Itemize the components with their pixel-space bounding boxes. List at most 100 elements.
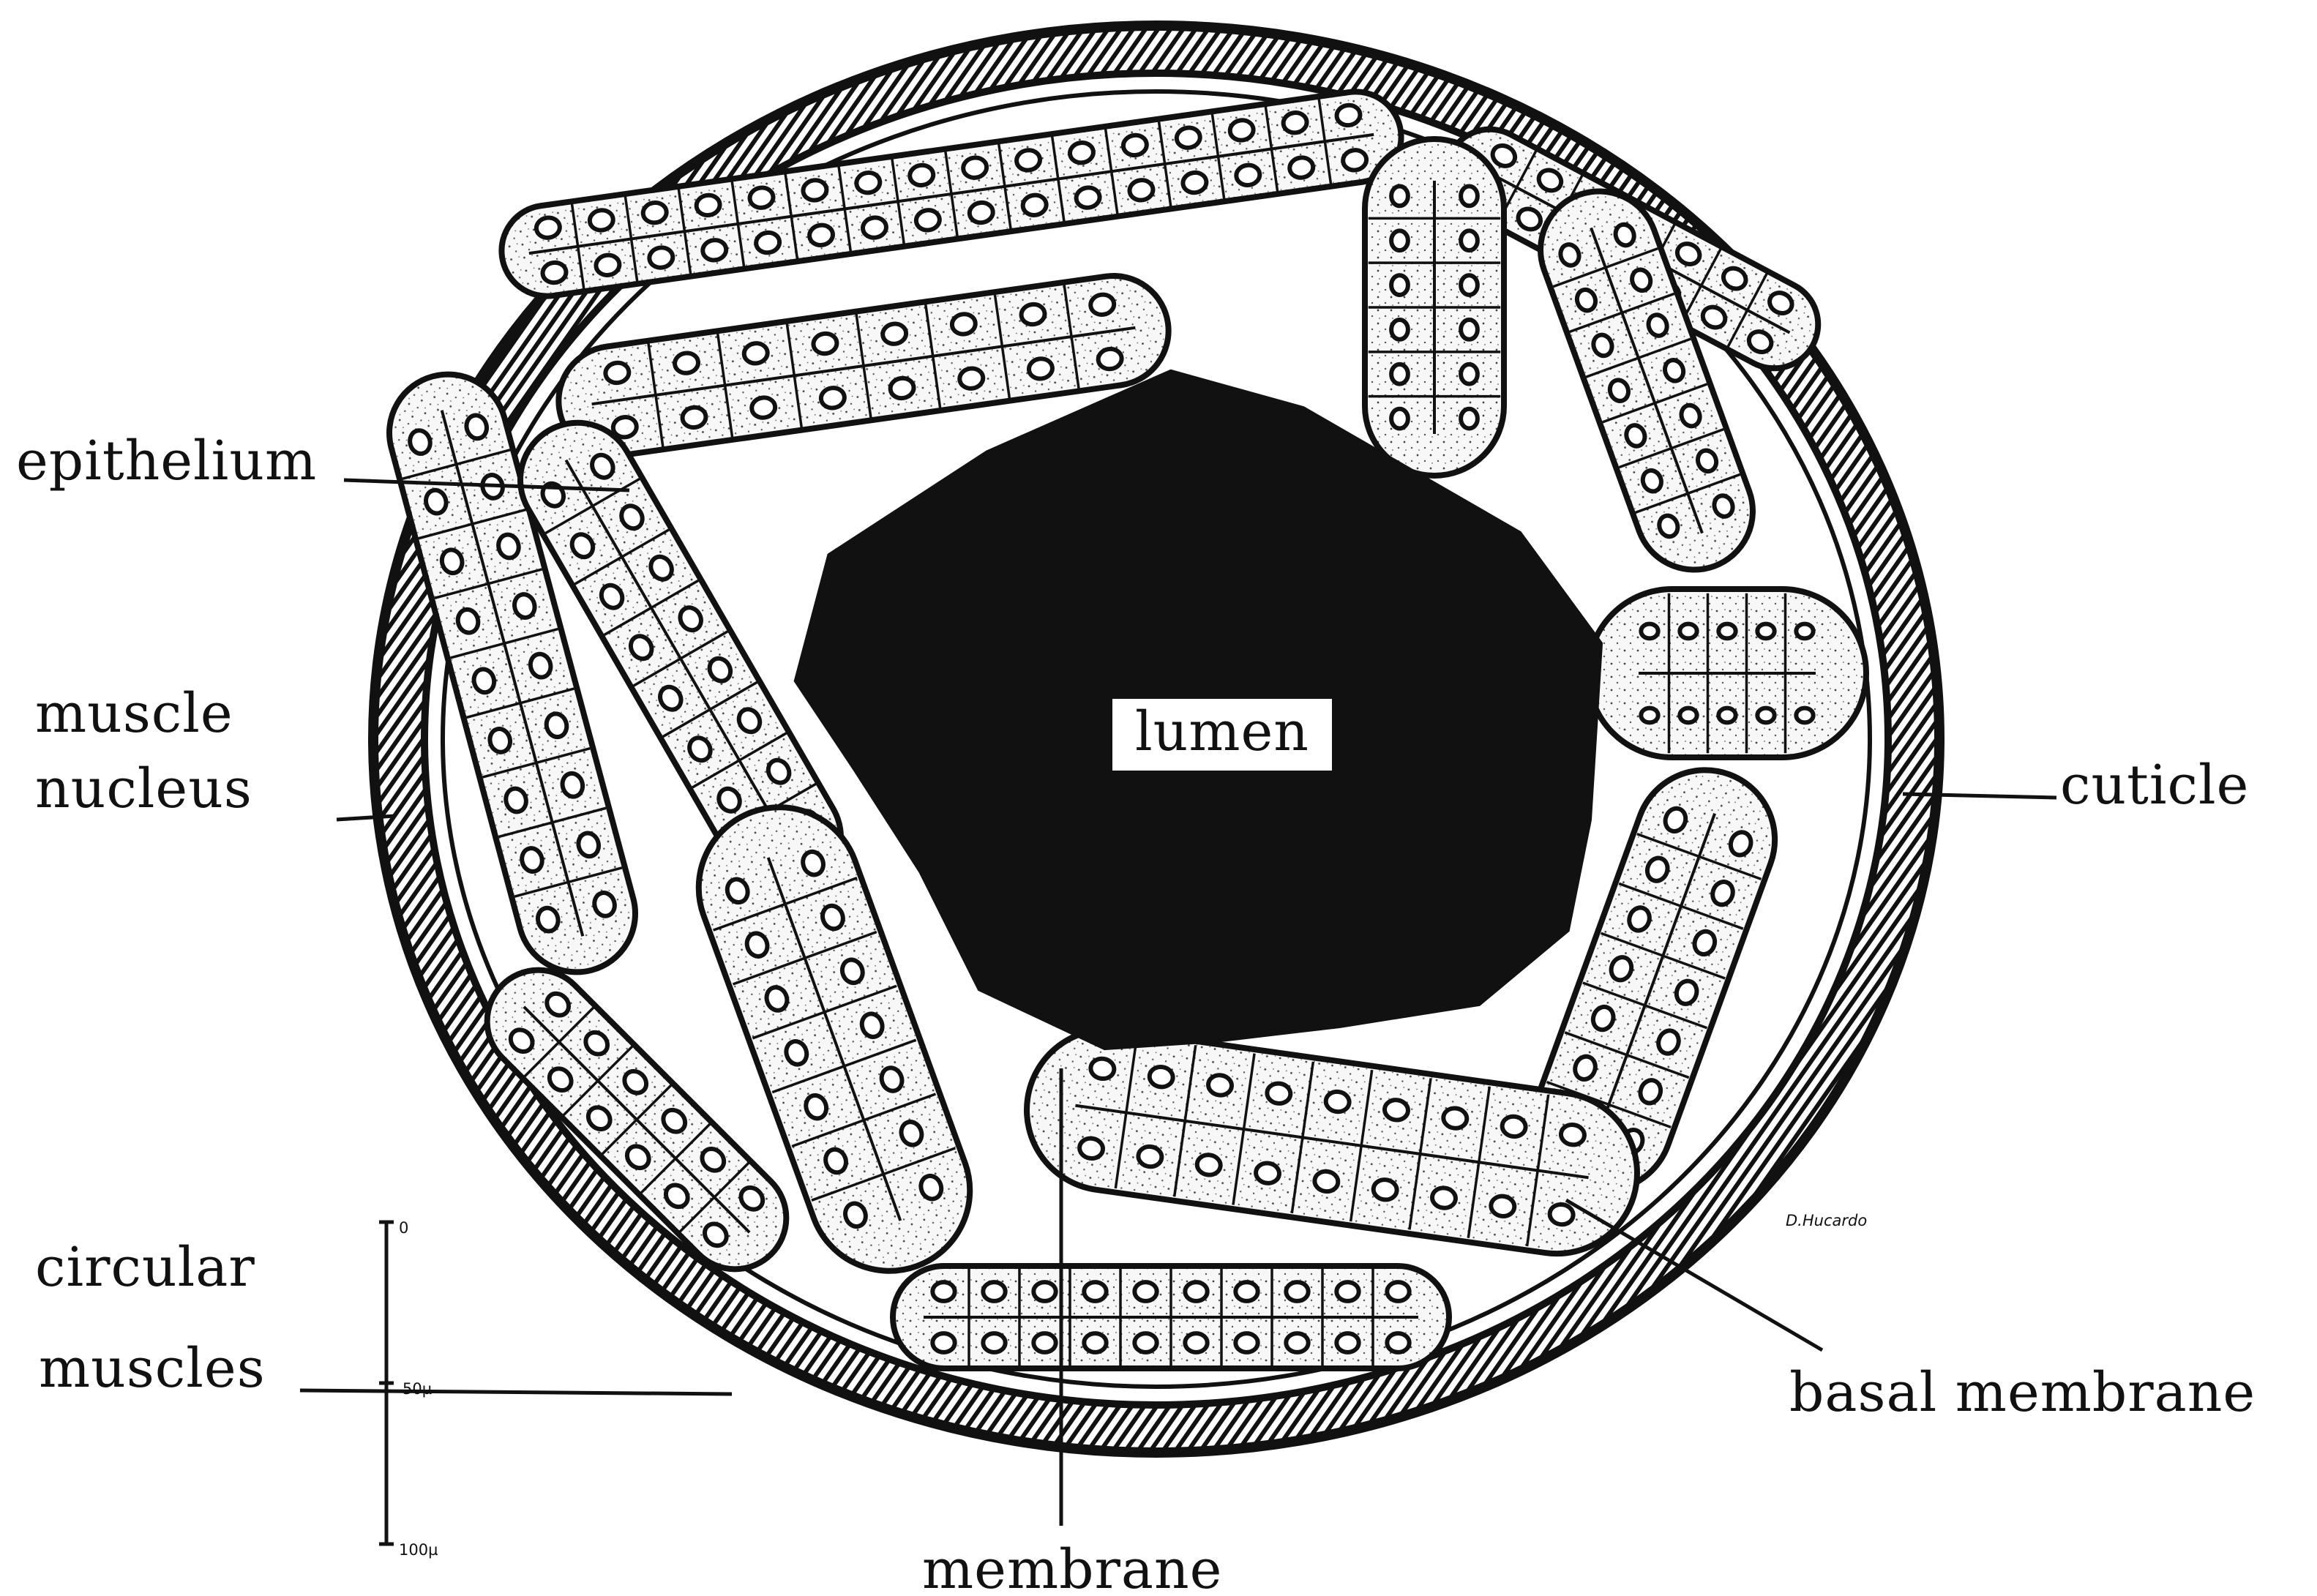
- cell-nucleus: [881, 323, 907, 345]
- scale-bar: [379, 1222, 394, 1544]
- cell-nucleus: [932, 1282, 954, 1301]
- cell-nucleus: [755, 231, 780, 254]
- cell-nucleus: [1022, 194, 1047, 217]
- cell-nucleus: [1033, 1282, 1055, 1301]
- cell-nucleus: [908, 164, 934, 187]
- scale-label-100: 100µ: [399, 1541, 438, 1559]
- basal-membrane-label: basal membrane: [1789, 1361, 2256, 1424]
- cell-nucleus: [1235, 1333, 1257, 1352]
- cell-nucleus: [1718, 708, 1735, 723]
- cell-nucleus: [1431, 1186, 1456, 1209]
- cell-nucleus: [1461, 187, 1478, 206]
- cell-nucleus: [542, 261, 567, 284]
- cell-nucleus: [1084, 1333, 1106, 1352]
- cell-nucleus: [983, 1333, 1005, 1352]
- signature-label: D.Hucardo: [1786, 1212, 1867, 1229]
- cell-nucleus: [861, 216, 887, 239]
- cell-nucleus: [962, 156, 987, 179]
- cell-nucleus: [932, 1333, 954, 1352]
- cell-nucleus: [1196, 1153, 1221, 1176]
- cell-nucleus: [648, 246, 674, 269]
- muscles-label: muscles: [39, 1337, 266, 1400]
- cell-nucleus: [1229, 119, 1254, 141]
- cell-nucleus: [1387, 1333, 1409, 1352]
- cell-nucleus: [1796, 708, 1813, 723]
- cell-nucleus: [983, 1282, 1005, 1301]
- cell-nucleus: [1391, 320, 1408, 340]
- cell-nucleus: [1097, 348, 1123, 370]
- cell-nucleus: [1680, 624, 1696, 639]
- cell-nucleus: [1078, 1137, 1104, 1160]
- scale-label-0: 0: [399, 1219, 408, 1237]
- cell-nucleus: [1134, 1333, 1156, 1352]
- cell-nucleus: [1341, 149, 1367, 171]
- cuticle-label: cuticle: [2060, 754, 2249, 817]
- cell-nucleus: [808, 224, 834, 247]
- cell-nucleus: [1461, 231, 1478, 250]
- cell-nucleus: [1560, 1123, 1585, 1146]
- cell-nucleus: [1207, 1074, 1232, 1096]
- cell-nucleus: [1175, 126, 1201, 149]
- cell-nucleus: [1387, 1282, 1409, 1301]
- cell-nucleus: [1796, 624, 1813, 639]
- cell-nucleus: [1286, 1333, 1308, 1352]
- cell-nucleus: [1442, 1106, 1468, 1129]
- cell-nucleus: [535, 216, 561, 239]
- cell-nucleus: [1282, 111, 1308, 134]
- membrane-label: membrane: [922, 1538, 1222, 1592]
- cell-nucleus: [915, 209, 940, 231]
- cell-nucleus: [1028, 357, 1053, 380]
- cell-nucleus: [1757, 624, 1774, 639]
- cell-nucleus: [1254, 1161, 1280, 1184]
- cell-nucleus: [1391, 187, 1408, 206]
- cell-nucleus: [1549, 1203, 1574, 1226]
- cell-nucleus: [588, 209, 614, 231]
- cell-nucleus: [1680, 708, 1696, 723]
- cell-nucleus: [595, 254, 621, 277]
- cell-nucleus: [1137, 1145, 1163, 1168]
- cell-nucleus: [889, 377, 915, 400]
- cell-nucleus: [1286, 1282, 1308, 1301]
- muscle-label: muscle: [35, 682, 233, 745]
- cell-nucleus: [1391, 275, 1408, 295]
- cell-nucleus: [1383, 1098, 1409, 1121]
- cell-nucleus: [1185, 1333, 1207, 1352]
- cell-nucleus: [1122, 134, 1148, 157]
- cell-nucleus: [749, 186, 774, 209]
- cell-nucleus: [1641, 708, 1658, 723]
- cell-nucleus: [1235, 1282, 1257, 1301]
- cell-nucleus: [1084, 1282, 1106, 1301]
- cell-nucleus: [1020, 303, 1046, 326]
- cell-nucleus: [1033, 1333, 1055, 1352]
- cell-nucleus: [1075, 186, 1101, 209]
- epithelial-lobe-bottom-arc: [893, 1266, 1449, 1368]
- nucleus-label: nucleus: [35, 757, 252, 820]
- cell-nucleus: [802, 179, 828, 201]
- cell-nucleus: [856, 171, 881, 194]
- cell-nucleus: [1090, 1057, 1115, 1080]
- cell-nucleus: [743, 342, 768, 364]
- cell-nucleus: [1391, 364, 1408, 384]
- cell-nucleus: [1235, 164, 1261, 187]
- cell-nucleus: [1391, 231, 1408, 250]
- cell-nucleus: [1134, 1282, 1156, 1301]
- cell-nucleus: [1325, 1090, 1350, 1113]
- cell-nucleus: [1089, 293, 1115, 316]
- cell-nucleus: [1148, 1065, 1174, 1088]
- circular-label: circular: [35, 1236, 255, 1299]
- circular-muscles-leader: [300, 1390, 732, 1394]
- epithelial-lobe-upper-right-hook: [1365, 139, 1504, 476]
- epithelium-label: epithelium: [16, 430, 317, 492]
- cell-nucleus: [1068, 141, 1094, 164]
- cell-nucleus: [1266, 1082, 1292, 1105]
- cell-nucleus: [1185, 1282, 1207, 1301]
- cell-nucleus: [1128, 179, 1154, 201]
- cell-nucleus: [1336, 104, 1361, 127]
- cell-nucleus: [1336, 1333, 1358, 1352]
- cell-nucleus: [951, 312, 976, 335]
- cell-nucleus: [820, 386, 845, 409]
- cell-nucleus: [959, 367, 984, 389]
- cell-nucleus: [673, 351, 699, 374]
- cell-nucleus: [1461, 409, 1478, 429]
